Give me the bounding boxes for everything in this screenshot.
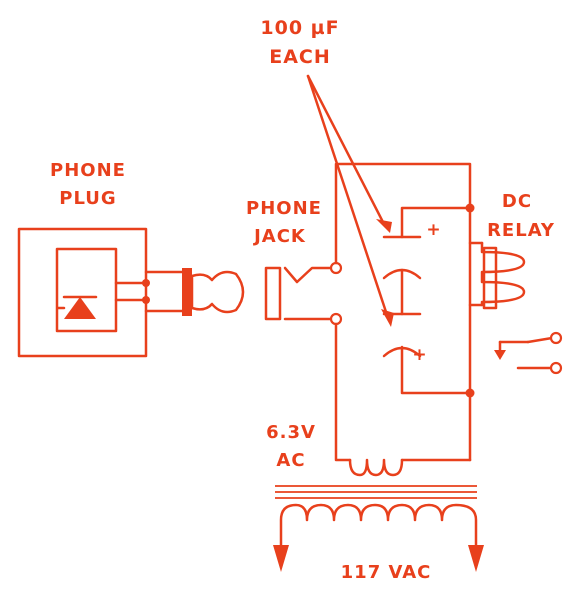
plug-inner-loop <box>55 247 118 333</box>
plug-housing <box>17 227 148 358</box>
phone-jack-label-2: JACK <box>252 226 306 247</box>
transformer <box>273 458 484 572</box>
circuit-wires <box>334 162 484 462</box>
secondary-ac-label: AC <box>276 450 305 471</box>
jack-sleeve <box>264 266 282 321</box>
capacitor-value-label: 100 µF <box>260 17 339 39</box>
diode-icon <box>56 295 98 319</box>
phone-jack-label: PHONE <box>246 198 322 219</box>
relay-coil-icon <box>480 241 526 307</box>
secondary-winding-icon <box>348 458 404 477</box>
capacitor-lower <box>382 312 422 358</box>
primary-voltage-label: 117 VAC <box>341 562 432 583</box>
secondary-voltage-label: 6.3V <box>266 422 316 443</box>
capacitor-plus-top: + <box>426 220 441 240</box>
phone-jack <box>264 261 343 326</box>
dc-relay <box>480 241 563 375</box>
capacitor-each-label: EACH <box>269 46 331 68</box>
phone-plug-label: PHONE <box>50 160 126 181</box>
junction-node-bottom <box>465 388 475 398</box>
dc-relay-label: DC <box>502 191 532 212</box>
capacitor-upper <box>382 235 422 280</box>
phone-plug <box>17 227 245 358</box>
primary-winding-icon <box>279 503 478 547</box>
phone-plug-label-2: PLUG <box>59 188 116 209</box>
junction-node-top <box>465 203 475 213</box>
dc-relay-label-2: RELAY <box>487 220 555 241</box>
